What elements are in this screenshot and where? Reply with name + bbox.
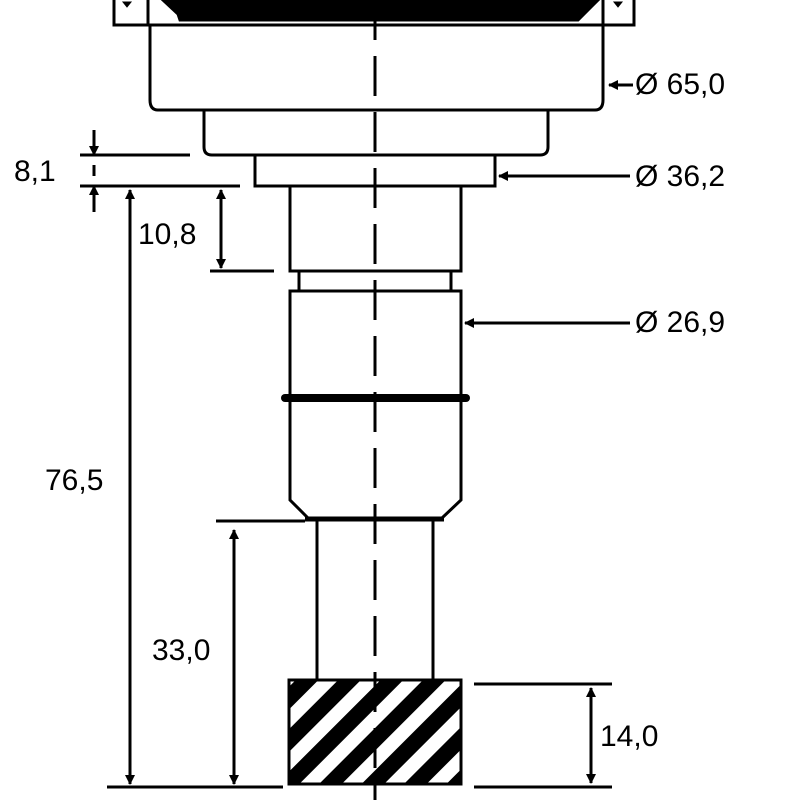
housing-body	[148, 25, 605, 112]
dimension-lines	[80, 80, 633, 789]
height-8-1-label: 8,1	[14, 155, 56, 188]
height-76-5-label: 76,5	[45, 464, 104, 497]
height-14-0-label: 14,0	[600, 720, 659, 753]
diameter-65-label: Ø 65,0	[635, 68, 726, 101]
height-10-8-label: 10,8	[138, 218, 197, 251]
diameter-26-label: Ø 26,9	[635, 306, 726, 339]
groove	[297, 271, 453, 291]
probe-stem	[315, 519, 435, 680]
thread-section	[288, 186, 463, 273]
height-33-0-label: 33,0	[152, 634, 211, 667]
diameter-36-label: Ø 36,2	[635, 160, 726, 193]
